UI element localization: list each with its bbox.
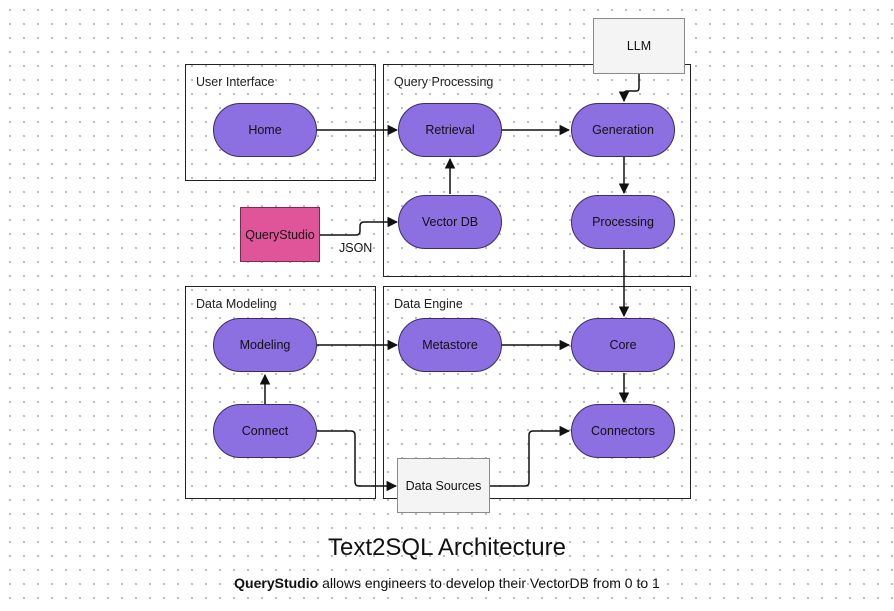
node-core[interactable]: Core (571, 318, 675, 372)
group-user-interface: User Interface (185, 64, 376, 181)
node-metastore[interactable]: Metastore (398, 318, 502, 372)
group-query-processing: Query Processing (383, 64, 691, 277)
diagram-title: Text2SQL Architecture (328, 534, 566, 561)
node-vector-db[interactable]: Vector DB (398, 195, 502, 249)
group-label-user-interface: User Interface (196, 75, 275, 89)
group-label-data-modeling: Data Modeling (196, 297, 277, 311)
node-generation[interactable]: Generation (571, 103, 675, 157)
group-label-query-processing: Query Processing (394, 75, 494, 89)
diagram-subtitle: QueryStudio allows engineers to develop … (0, 575, 894, 591)
edge-querystudio-vectordb (320, 216, 399, 236)
group-label-data-engine: Data Engine (394, 297, 463, 311)
node-processing[interactable]: Processing (571, 195, 675, 249)
node-modeling[interactable]: Modeling (213, 318, 317, 372)
edge-llm-generation (618, 74, 640, 103)
node-query-studio[interactable]: QueryStudio (240, 207, 320, 262)
subtitle-text: allows engineers to develop their Vector… (318, 575, 660, 591)
edge-connect-datasources (317, 430, 398, 492)
node-connect[interactable]: Connect (213, 404, 317, 458)
node-connectors[interactable]: Connectors (571, 404, 675, 458)
group-data-modeling: Data Modeling (185, 286, 376, 499)
node-retrieval[interactable]: Retrieval (398, 103, 502, 157)
node-llm[interactable]: LLM (593, 18, 685, 74)
subtitle-brand: QueryStudio (234, 575, 319, 591)
edge-label-json: JSON (339, 241, 373, 255)
group-data-engine: Data Engine (383, 286, 691, 499)
node-home[interactable]: Home (213, 103, 317, 157)
node-data-sources[interactable]: Data Sources (397, 458, 490, 513)
edge-datasources-connectors (490, 425, 571, 487)
